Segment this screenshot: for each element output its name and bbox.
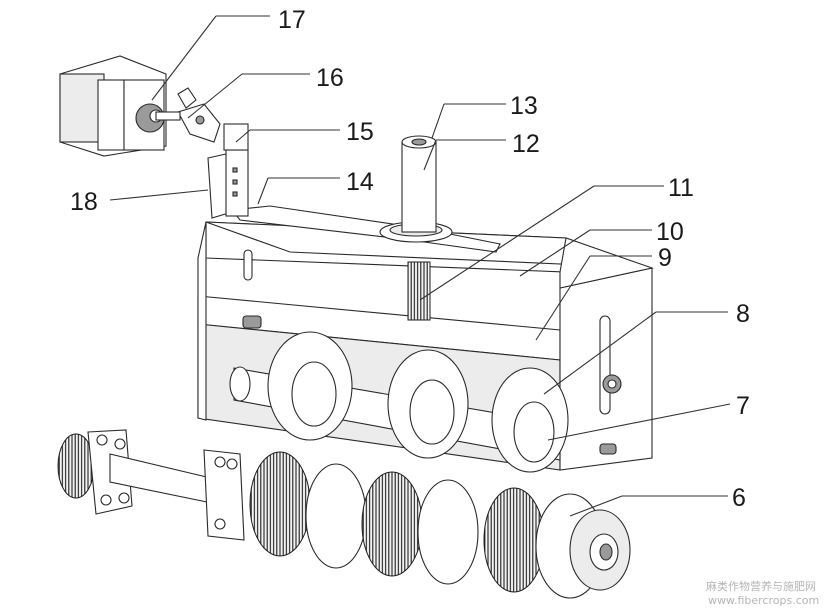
watermark-title: 麻类作物营养与施肥网 (706, 579, 816, 593)
callout-13: 13 (510, 92, 538, 120)
stepper-motor (59, 55, 197, 157)
callout-15: 15 (346, 118, 374, 146)
callout-16: 16 (316, 64, 344, 92)
upper-shaft (229, 331, 569, 473)
callout-17: 17 (278, 6, 306, 34)
callout-6: 6 (732, 484, 746, 512)
callout-9: 9 (658, 244, 672, 272)
lower-brush-roller (57, 429, 631, 599)
vertical-shaft (379, 135, 453, 243)
gear-plate (177, 103, 221, 143)
callout-7: 7 (736, 392, 750, 420)
callout-10: 10 (656, 218, 684, 246)
watermark-url: www.fibercrops.com (708, 594, 819, 607)
callout-18: 18 (70, 188, 98, 216)
callout-14: 14 (346, 168, 374, 196)
callout-11: 11 (668, 174, 694, 202)
leader-lines (109, 15, 731, 517)
compression-spring (407, 261, 431, 321)
side-bracket (207, 123, 249, 219)
callout-12: 12 (512, 130, 540, 158)
callout-8: 8 (736, 300, 750, 328)
